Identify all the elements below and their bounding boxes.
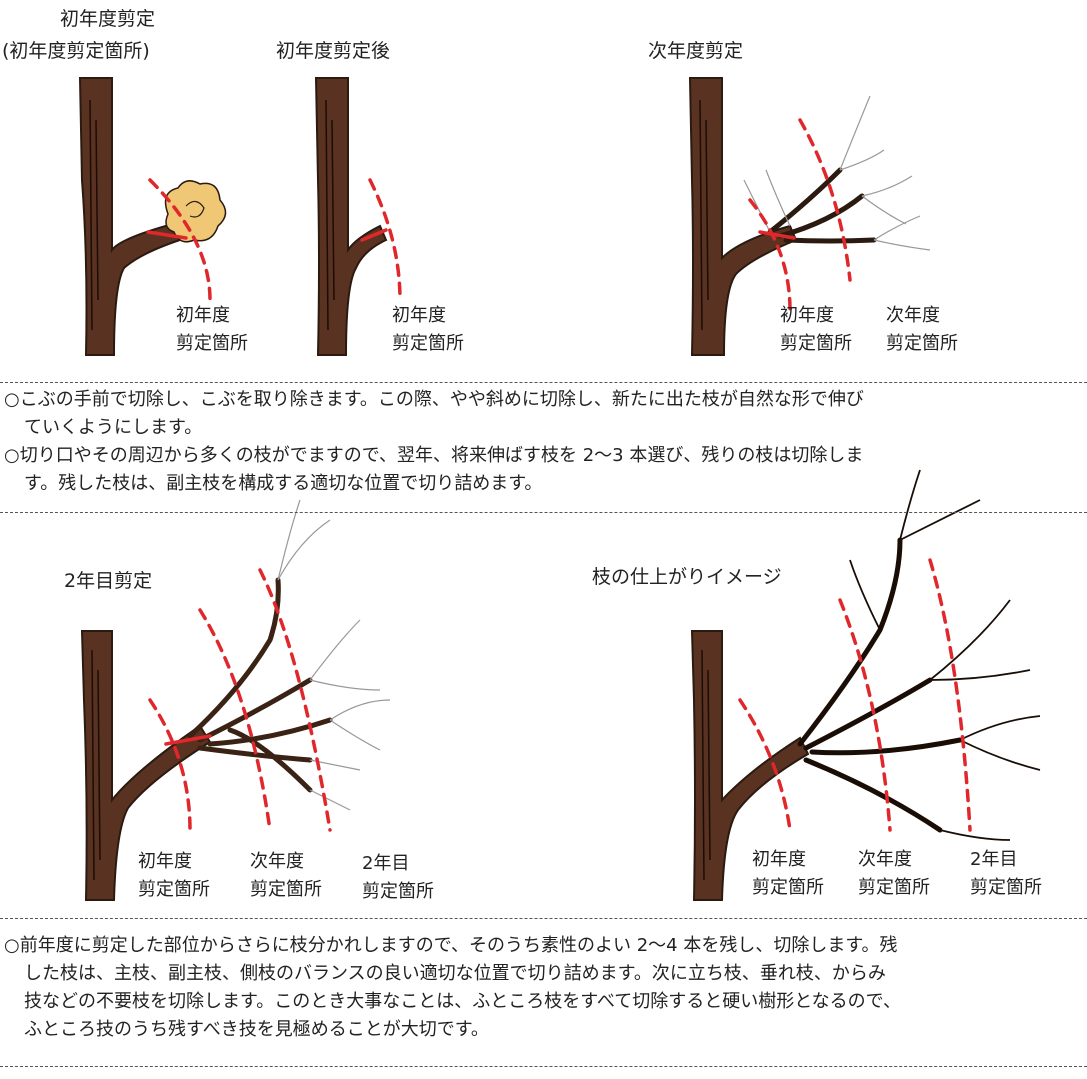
text1-line3: ○切り口やその周辺から多くの枝がでますので、翌年、将来伸ばす枝を 2〜3 本選び… xyxy=(4,445,864,466)
p3a-label-line2: 剪定箇所 xyxy=(780,333,852,354)
knob xyxy=(164,180,227,243)
text2-line2: した枝は、主枝、副主枝、側枝のバランスの良い適切な位置で切り詰めます。次に立ち枝… xyxy=(24,963,886,984)
p1-label-line1: 初年度 xyxy=(176,305,230,326)
bottom-left-title: 2年目剪定 xyxy=(64,570,153,592)
panel3-title: 次年度剪定 xyxy=(648,40,744,62)
br1-label-line1: 初年度 xyxy=(752,849,806,870)
br2-label-line2: 剪定箇所 xyxy=(858,877,930,898)
divider xyxy=(0,1066,1087,1067)
trunk-panel3 xyxy=(688,77,798,356)
p2-label-line1: 初年度 xyxy=(392,305,446,326)
br2-label-line1: 次年度 xyxy=(858,849,912,870)
bottom-right-title: 枝の仕上がりイメージ xyxy=(592,566,782,588)
text2-line1: ○前年度に剪定した部位からさらに枝分かれしますので、そのうち素性のよい 2〜4 … xyxy=(4,935,898,956)
panel1-title: 初年度剪定 xyxy=(60,8,156,30)
bl2-label-line2: 剪定箇所 xyxy=(250,879,322,900)
text2-line4: ふところ技のうち残すべき技を見極めることが大切です。 xyxy=(24,1019,489,1040)
br1-label-line2: 剪定箇所 xyxy=(752,877,824,898)
p2-label-line2: 剪定箇所 xyxy=(392,333,464,354)
p3b-label-line1: 次年度 xyxy=(886,305,940,326)
p1-label-line2: 剪定箇所 xyxy=(176,333,248,354)
p3b-label-line2: 剪定箇所 xyxy=(886,333,958,354)
panel2-title: 初年度剪定後 xyxy=(276,40,391,62)
bl1-label-line2: 剪定箇所 xyxy=(138,879,210,900)
bl3-label-line2: 剪定箇所 xyxy=(362,881,434,902)
br3-label-line2: 剪定箇所 xyxy=(970,877,1042,898)
bl2-label-line1: 次年度 xyxy=(250,851,304,872)
trunk-bottom-right xyxy=(690,630,810,901)
bl3-label-line1: 2年目 xyxy=(362,853,410,874)
panel1-subtitle: (初年度剪定箇所) xyxy=(2,40,150,62)
divider xyxy=(0,512,1087,513)
text1-line2: ていくようにします。 xyxy=(24,417,203,438)
text1-line1: ○こぶの手前で切除し、こぶを取り除きます。この際、やや斜めに切除し、新たに出た枝… xyxy=(4,389,864,410)
text1-line4: す。残した枝は、副主枝を構成する適切な位置で切り詰めます。 xyxy=(24,473,543,494)
divider xyxy=(0,382,1087,383)
br3-label-line1: 2年目 xyxy=(970,849,1018,870)
trunk-bottom-left xyxy=(80,630,212,901)
text2-line3: 技などの不要枝を切除します。このとき大事なことは、ふところ枝をすべて切除すると硬… xyxy=(24,991,901,1012)
divider xyxy=(0,918,1087,919)
bl1-label-line1: 初年度 xyxy=(138,851,192,872)
p3a-label-line1: 初年度 xyxy=(780,305,834,326)
